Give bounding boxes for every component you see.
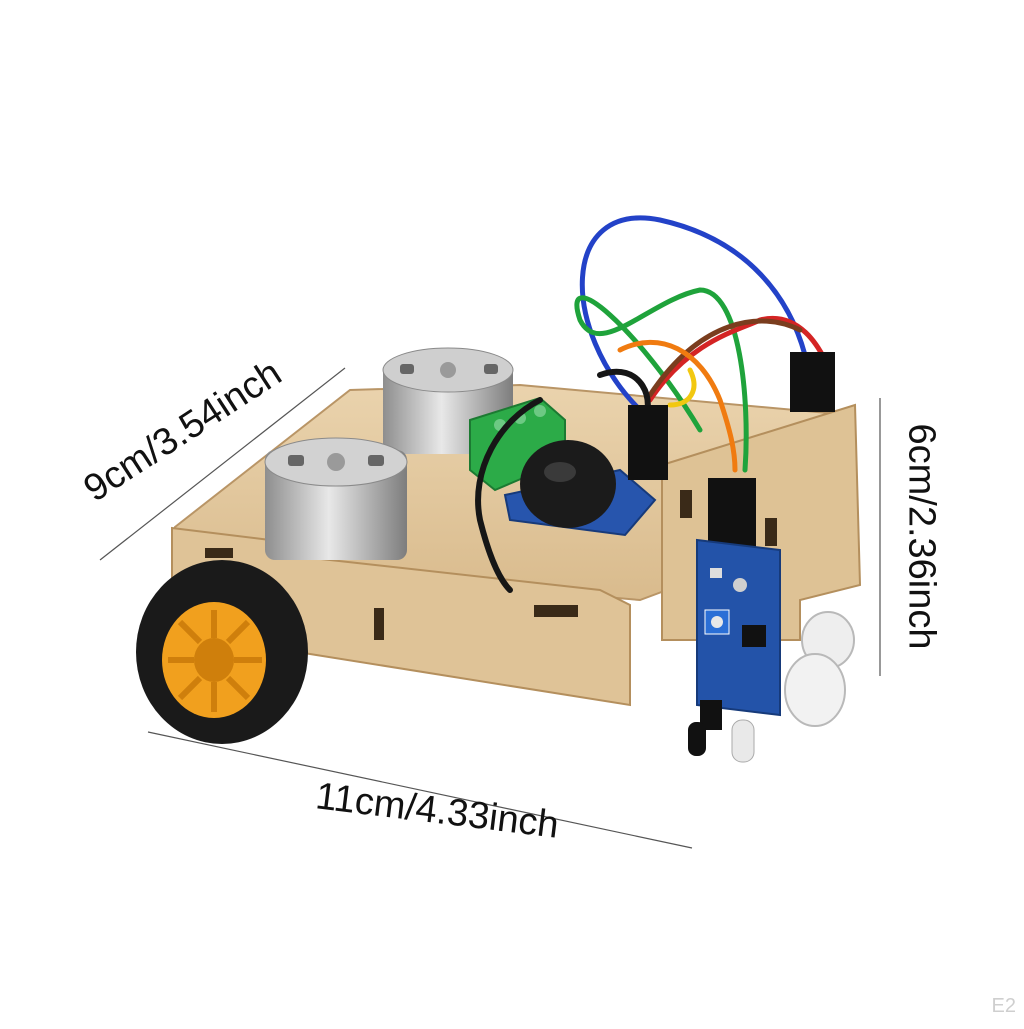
watermark-text: E2	[991, 995, 1016, 1017]
jumper-wires	[475, 215, 828, 593]
dc-motor-front	[264, 437, 408, 560]
caster-wheel	[784, 611, 855, 727]
dimension-line-length	[147, 731, 693, 849]
dimension-line-depth	[99, 367, 346, 561]
ir-sensor-module	[688, 538, 781, 763]
height-dimension-label: 6cm/2.36inch	[900, 423, 943, 650]
drive-wheel	[136, 560, 308, 744]
buzzer	[520, 440, 616, 528]
